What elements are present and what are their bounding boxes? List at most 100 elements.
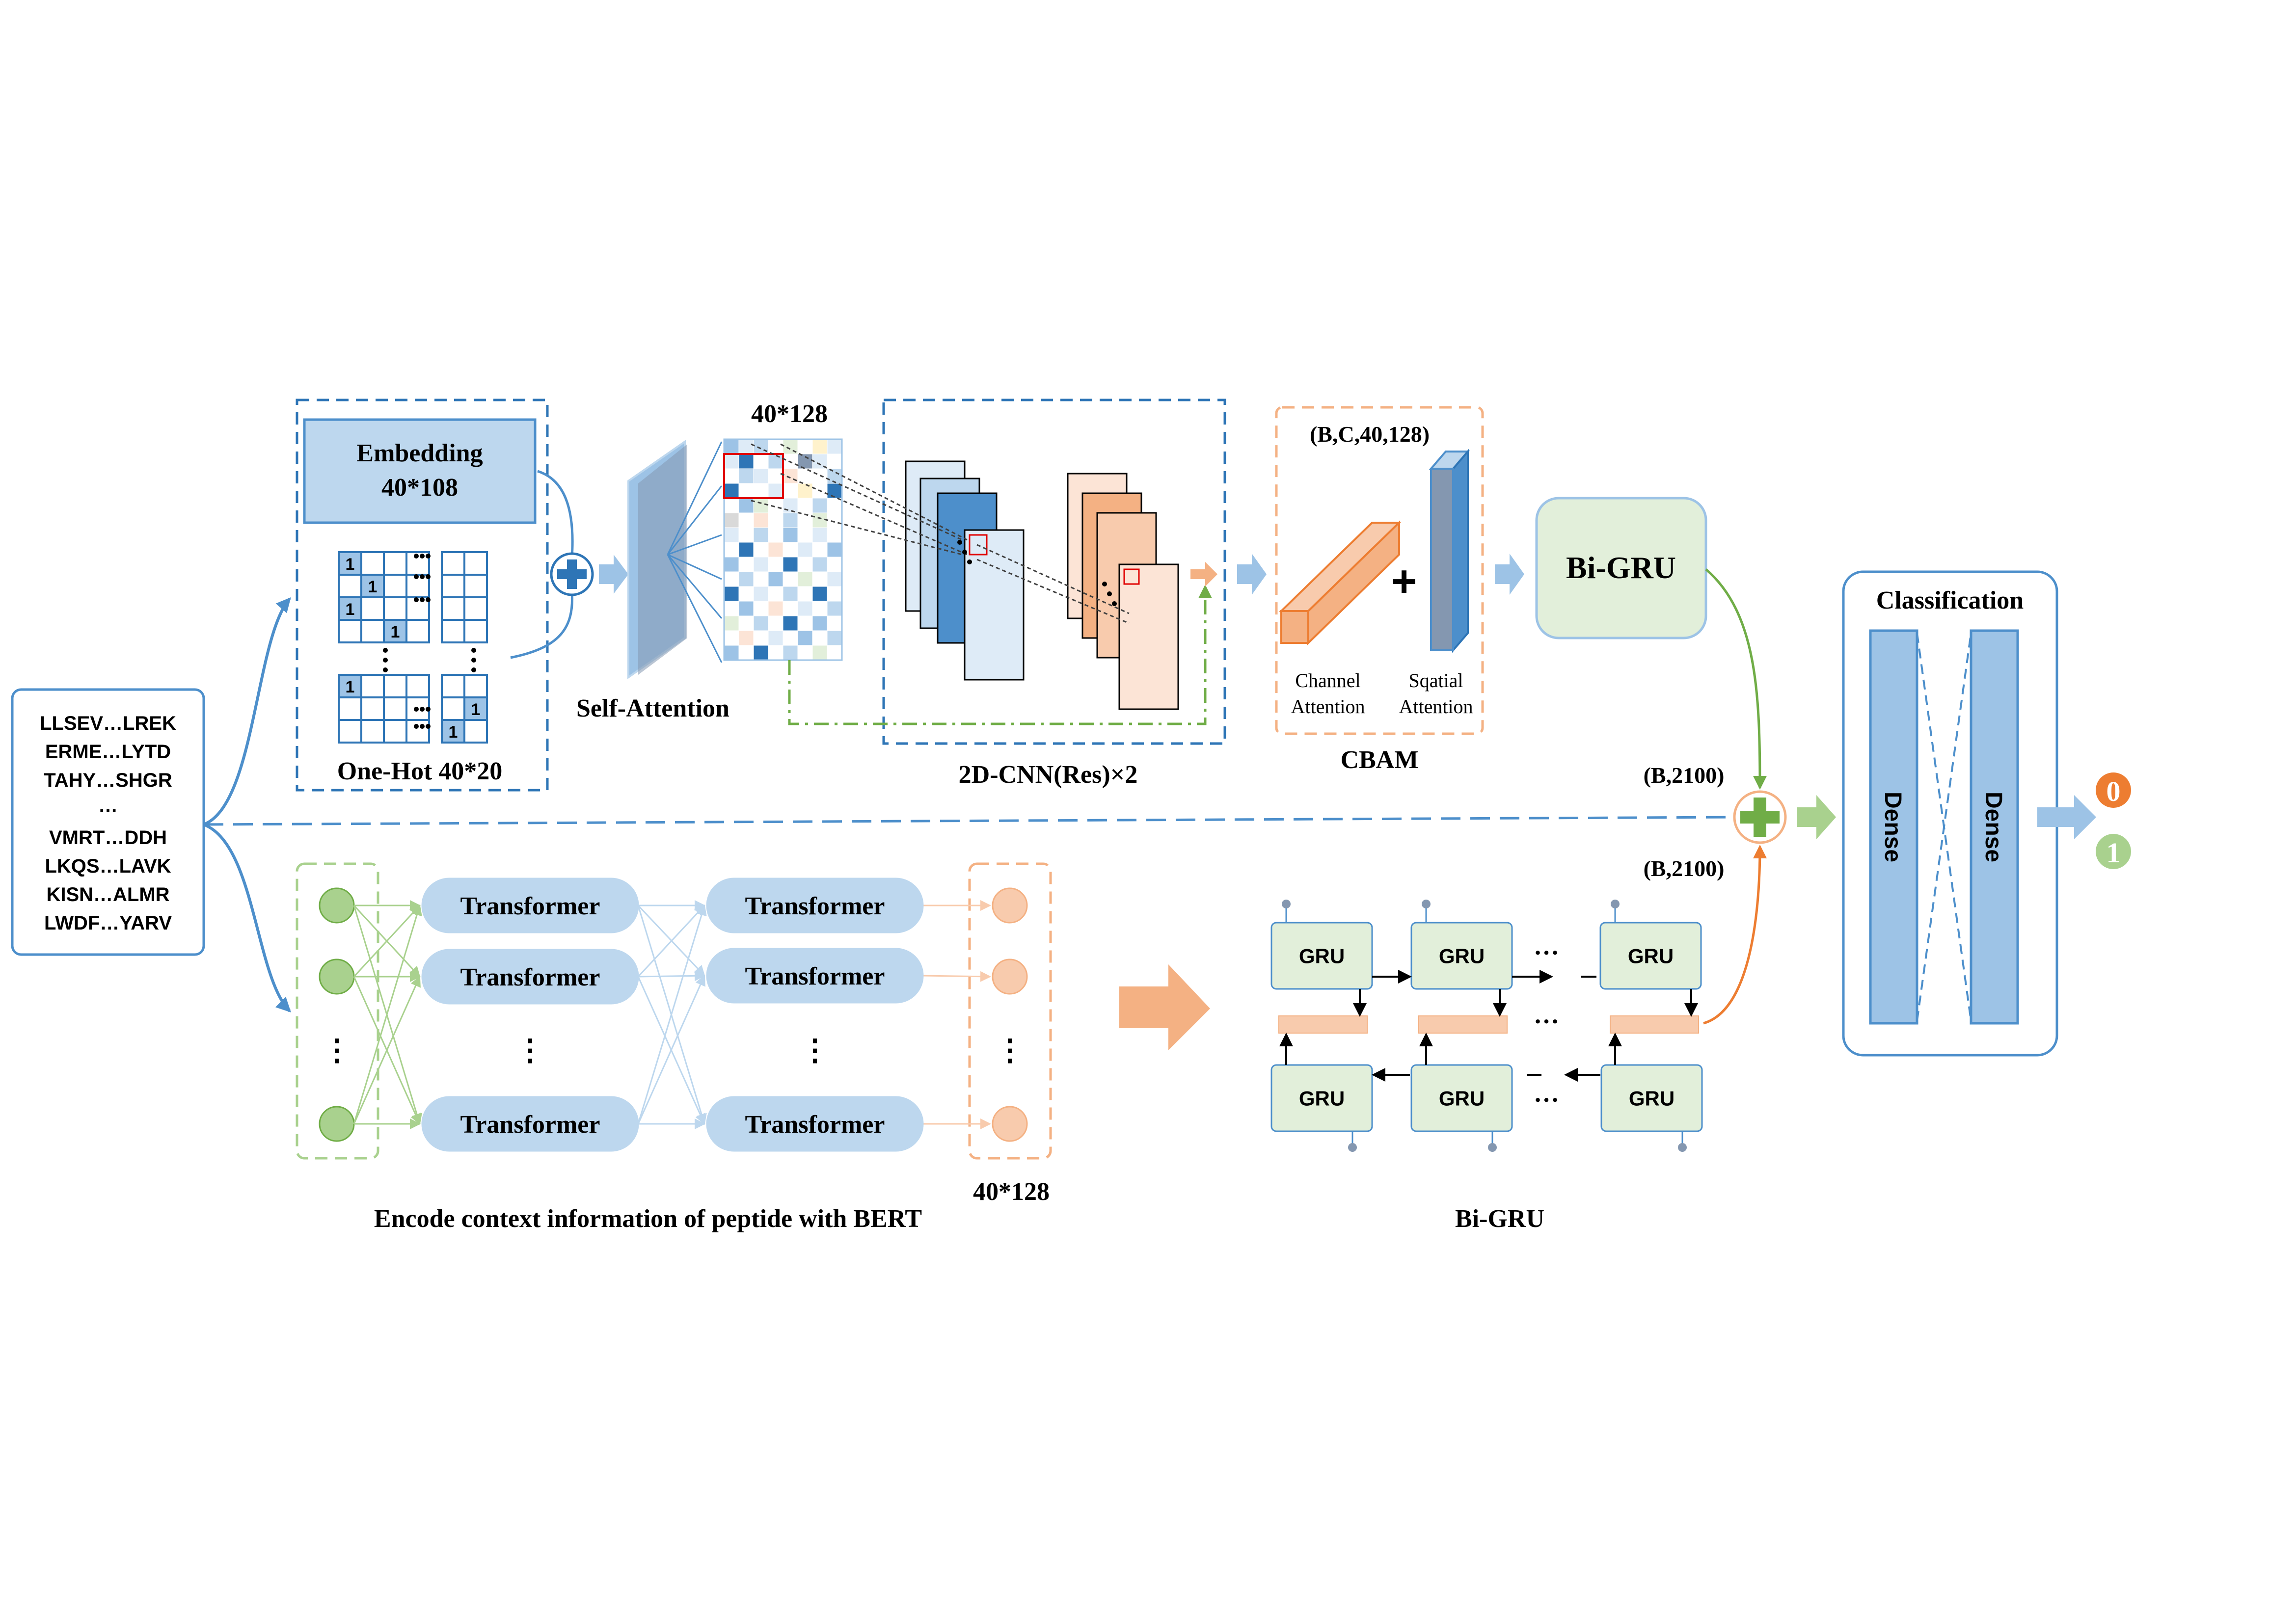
cnn-feature-maps: [905, 460, 1179, 710]
bert-input-frame: [296, 862, 379, 1160]
gru-input-node: [1611, 900, 1620, 908]
attention-cell: [768, 557, 783, 572]
attention-cell: [753, 542, 769, 558]
attention-cell: [812, 498, 828, 513]
attention-cell: [753, 571, 769, 587]
bert-hidden-edge: [637, 975, 705, 1124]
onehot-one: 1: [449, 723, 458, 742]
arrow-embedding-to-add: [537, 470, 575, 558]
onehot-dot: [471, 648, 476, 653]
onehot-dot: [471, 658, 476, 663]
onehot-cell: [383, 574, 407, 598]
attention-cell: [797, 557, 813, 572]
attention-cell: [724, 453, 739, 469]
attention-cell: [768, 527, 783, 543]
onehot-cell: [360, 596, 385, 621]
onehot-dot: [420, 707, 425, 712]
gru-ellipsis: …: [1534, 1001, 1559, 1029]
attention-cell: [783, 557, 798, 572]
attention-cell: [797, 439, 813, 454]
onehot-cell: [463, 696, 488, 721]
gru-ellipsis: …: [1534, 1080, 1559, 1108]
transformer-block: [421, 1096, 639, 1152]
onehot-cell: [441, 696, 465, 721]
bert-input-vdots: ⋮: [322, 1034, 351, 1066]
attention-cell: [827, 615, 842, 631]
bert-caption: Encode context information of peptide wi…: [374, 1205, 922, 1233]
bert-to-bigru-arrow: [1119, 964, 1210, 1050]
attention-cell: [797, 645, 813, 661]
attention-cell: [812, 601, 828, 616]
bert-output-edge: [922, 971, 991, 982]
attention-matrix-dims: 40*128: [751, 400, 828, 428]
transformer-block: [706, 878, 924, 933]
attention-cell: [724, 542, 739, 558]
bert-input-node: [319, 1106, 355, 1142]
attention-cell: [797, 630, 813, 646]
attention-cell: [768, 645, 783, 661]
attention-cell: [812, 557, 828, 572]
dense-2-label: Dense: [1980, 792, 2006, 862]
onehot-dot: [383, 658, 388, 663]
cbam-label: CBAM: [1341, 746, 1419, 774]
onehot-cell: [338, 574, 362, 598]
attention-cell: [812, 527, 828, 543]
gru-cell: [1599, 922, 1702, 990]
sequence-ellipsis: …: [98, 795, 118, 817]
onehot-cell: [463, 596, 488, 621]
bigru-label: Bi-GRU: [1566, 550, 1676, 585]
onehot-dot: [426, 574, 431, 579]
attention-cell: [768, 630, 783, 646]
transformer-block: [421, 949, 639, 1005]
attention-cell: [797, 542, 813, 558]
spatial-attention-label-2: Attention: [1399, 695, 1473, 718]
arrow-gru-to-merge: [1703, 845, 1767, 1025]
attention-cell: [768, 468, 783, 484]
gru-hidden-state: [1418, 1015, 1508, 1034]
onehot-cell: [383, 696, 407, 721]
attention-cell: [783, 645, 798, 661]
sequence-line: LLSEV…LREK: [40, 713, 176, 734]
attention-cell: [753, 512, 769, 528]
attention-cell: [724, 586, 739, 602]
merge-shape-top: (B,2100): [1644, 763, 1725, 788]
attention-cell: [827, 542, 842, 558]
attention-cell: [768, 498, 783, 513]
gru-cell: [1410, 1064, 1513, 1132]
onehot-cell: [441, 619, 465, 643]
onehot-dot: [426, 707, 431, 712]
bigru-detail-caption: Bi-GRU: [1455, 1205, 1544, 1233]
bert-output-dims: 40*128: [973, 1178, 1050, 1206]
attention-cell: [783, 542, 798, 558]
bert-output-vdots: ⋮: [995, 1034, 1025, 1066]
attention-cell: [797, 527, 813, 543]
bert-network: TransformerTransformerTransformerTransfo…: [319, 878, 1028, 1152]
bert-input-edge: [353, 905, 422, 1124]
onehot-dot: [414, 724, 419, 729]
attention-cell: [724, 630, 739, 646]
attention-cell: [738, 557, 754, 572]
attention-cell: [812, 645, 828, 661]
attention-matrix-border: [723, 438, 843, 661]
transformer-label: Transformer: [745, 892, 885, 920]
attention-cell: [812, 615, 828, 631]
cnn-feature-map: [964, 529, 1025, 681]
sequence-line: VMRT…DDH: [49, 827, 167, 849]
onehot-cell: [383, 551, 407, 576]
onehot-cell: [463, 574, 488, 598]
attention-cell: [753, 601, 769, 616]
attention-cell: [753, 630, 769, 646]
attention-cell: [783, 468, 798, 484]
onehot-dot: [426, 597, 431, 602]
spatial-attention-block: [1429, 449, 1470, 653]
onehot-cell: [463, 674, 488, 698]
arrow-merge-to-classifier: [1797, 795, 1836, 839]
attention-cell: [768, 601, 783, 616]
attention-cell: [783, 601, 798, 616]
gru-ellipsis: …: [1534, 932, 1559, 960]
attention-cell: [797, 512, 813, 528]
arrow-skip-to-merge: [203, 816, 1736, 826]
onehot-cell: [338, 696, 362, 721]
